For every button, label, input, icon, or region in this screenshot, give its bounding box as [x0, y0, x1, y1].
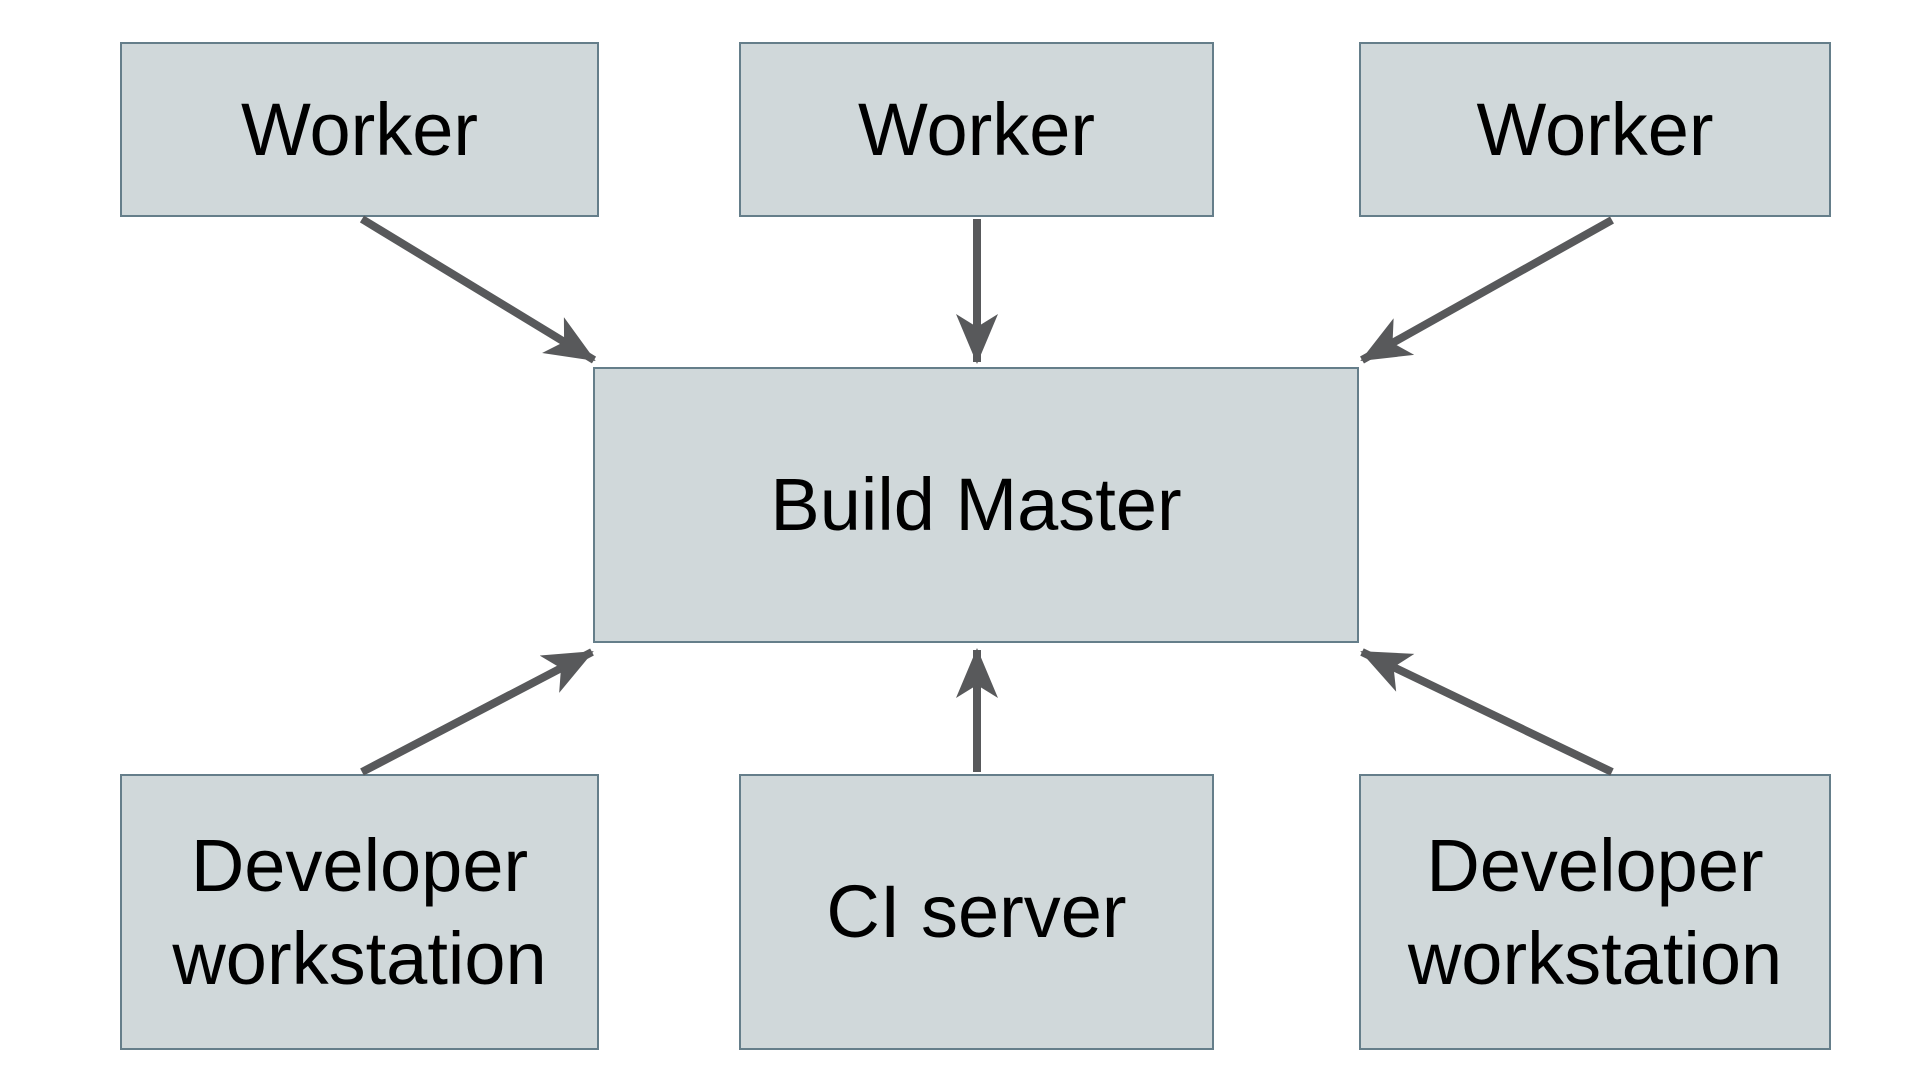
node-ci-server: CI server — [739, 774, 1214, 1050]
node-worker-1: Worker — [120, 42, 599, 217]
node-developer-workstation-left: Developer workstation — [120, 774, 599, 1050]
edge-developer-workstation-left-to-build-master — [360, 648, 594, 776]
node-worker-3: Worker — [1359, 42, 1831, 217]
node-ci-server-label: CI server — [826, 870, 1127, 954]
edge-worker-3-to-build-master — [1360, 216, 1614, 364]
node-worker-2: Worker — [739, 42, 1214, 217]
node-build-master-label: Build Master — [770, 463, 1182, 547]
node-worker-1-label: Worker — [240, 87, 479, 171]
edge-developer-workstation-right-to-build-master — [1360, 648, 1614, 776]
node-worker-3-label: Worker — [1476, 87, 1714, 171]
edge-worker-1-to-build-master — [359, 215, 597, 364]
node-worker-2-label: Worker — [857, 87, 1096, 171]
node-developer-workstation-right-label: Developer workstation — [1407, 823, 1783, 1000]
node-build-master: Build Master — [593, 367, 1359, 643]
node-developer-workstation-left-label: Developer workstation — [172, 823, 547, 1000]
node-developer-workstation-right: Developer workstation — [1359, 774, 1831, 1050]
